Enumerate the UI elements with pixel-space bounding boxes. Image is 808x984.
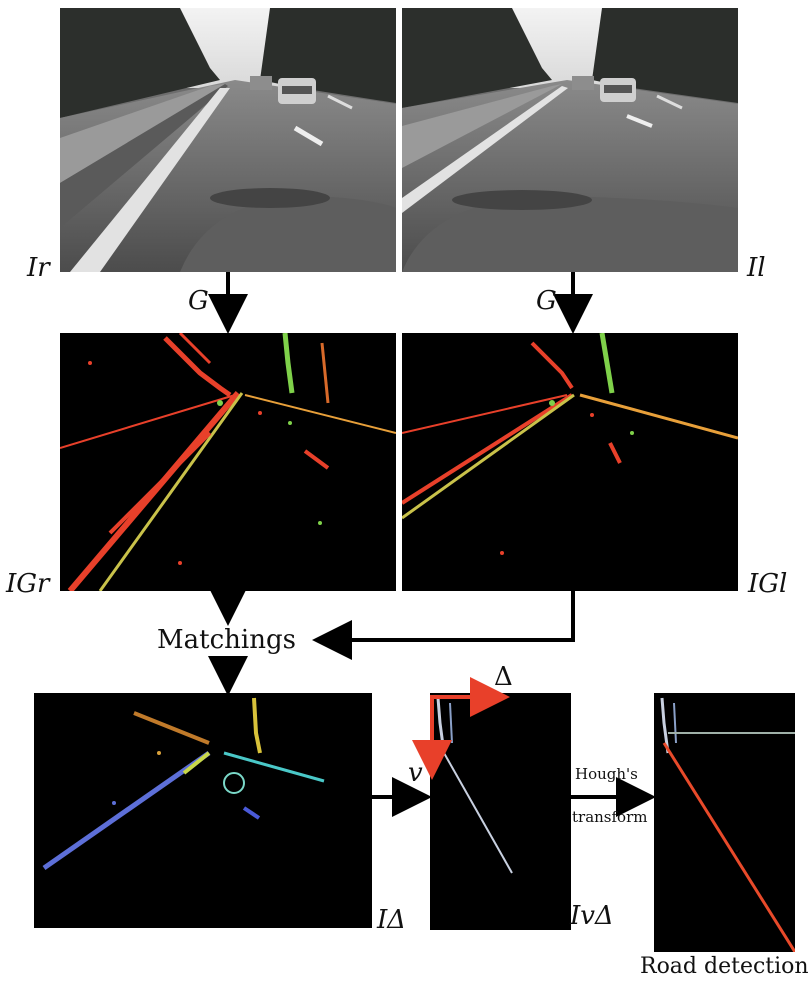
right-gradient-image <box>60 333 396 591</box>
hough-label-line1: Hough's <box>575 765 638 783</box>
hough-label-line2: transform <box>572 808 648 826</box>
igr-label: IGr <box>6 569 50 599</box>
matchings-label: Matchings <box>157 625 296 655</box>
disparity-image <box>34 693 372 928</box>
road-detection-label: Road detection <box>640 954 808 979</box>
i-delta-label: IΔ <box>377 905 407 935</box>
v-disparity-image <box>430 693 571 930</box>
delta-label: Δ <box>494 662 513 692</box>
g-label-right: G <box>536 286 557 316</box>
g-label-left: G <box>188 286 209 316</box>
left-gradient-image <box>402 333 738 591</box>
left-camera-image <box>402 8 738 272</box>
iv-delta-label: IvΔ <box>570 901 614 931</box>
igl-label: IGl <box>748 569 788 599</box>
road-detection-image <box>654 693 795 952</box>
ir-label: Ir <box>27 253 50 283</box>
v-label: v <box>408 758 423 788</box>
arrow-igl-to-matchings <box>312 591 575 660</box>
il-label: Il <box>747 253 766 283</box>
right-camera-image <box>60 8 396 272</box>
